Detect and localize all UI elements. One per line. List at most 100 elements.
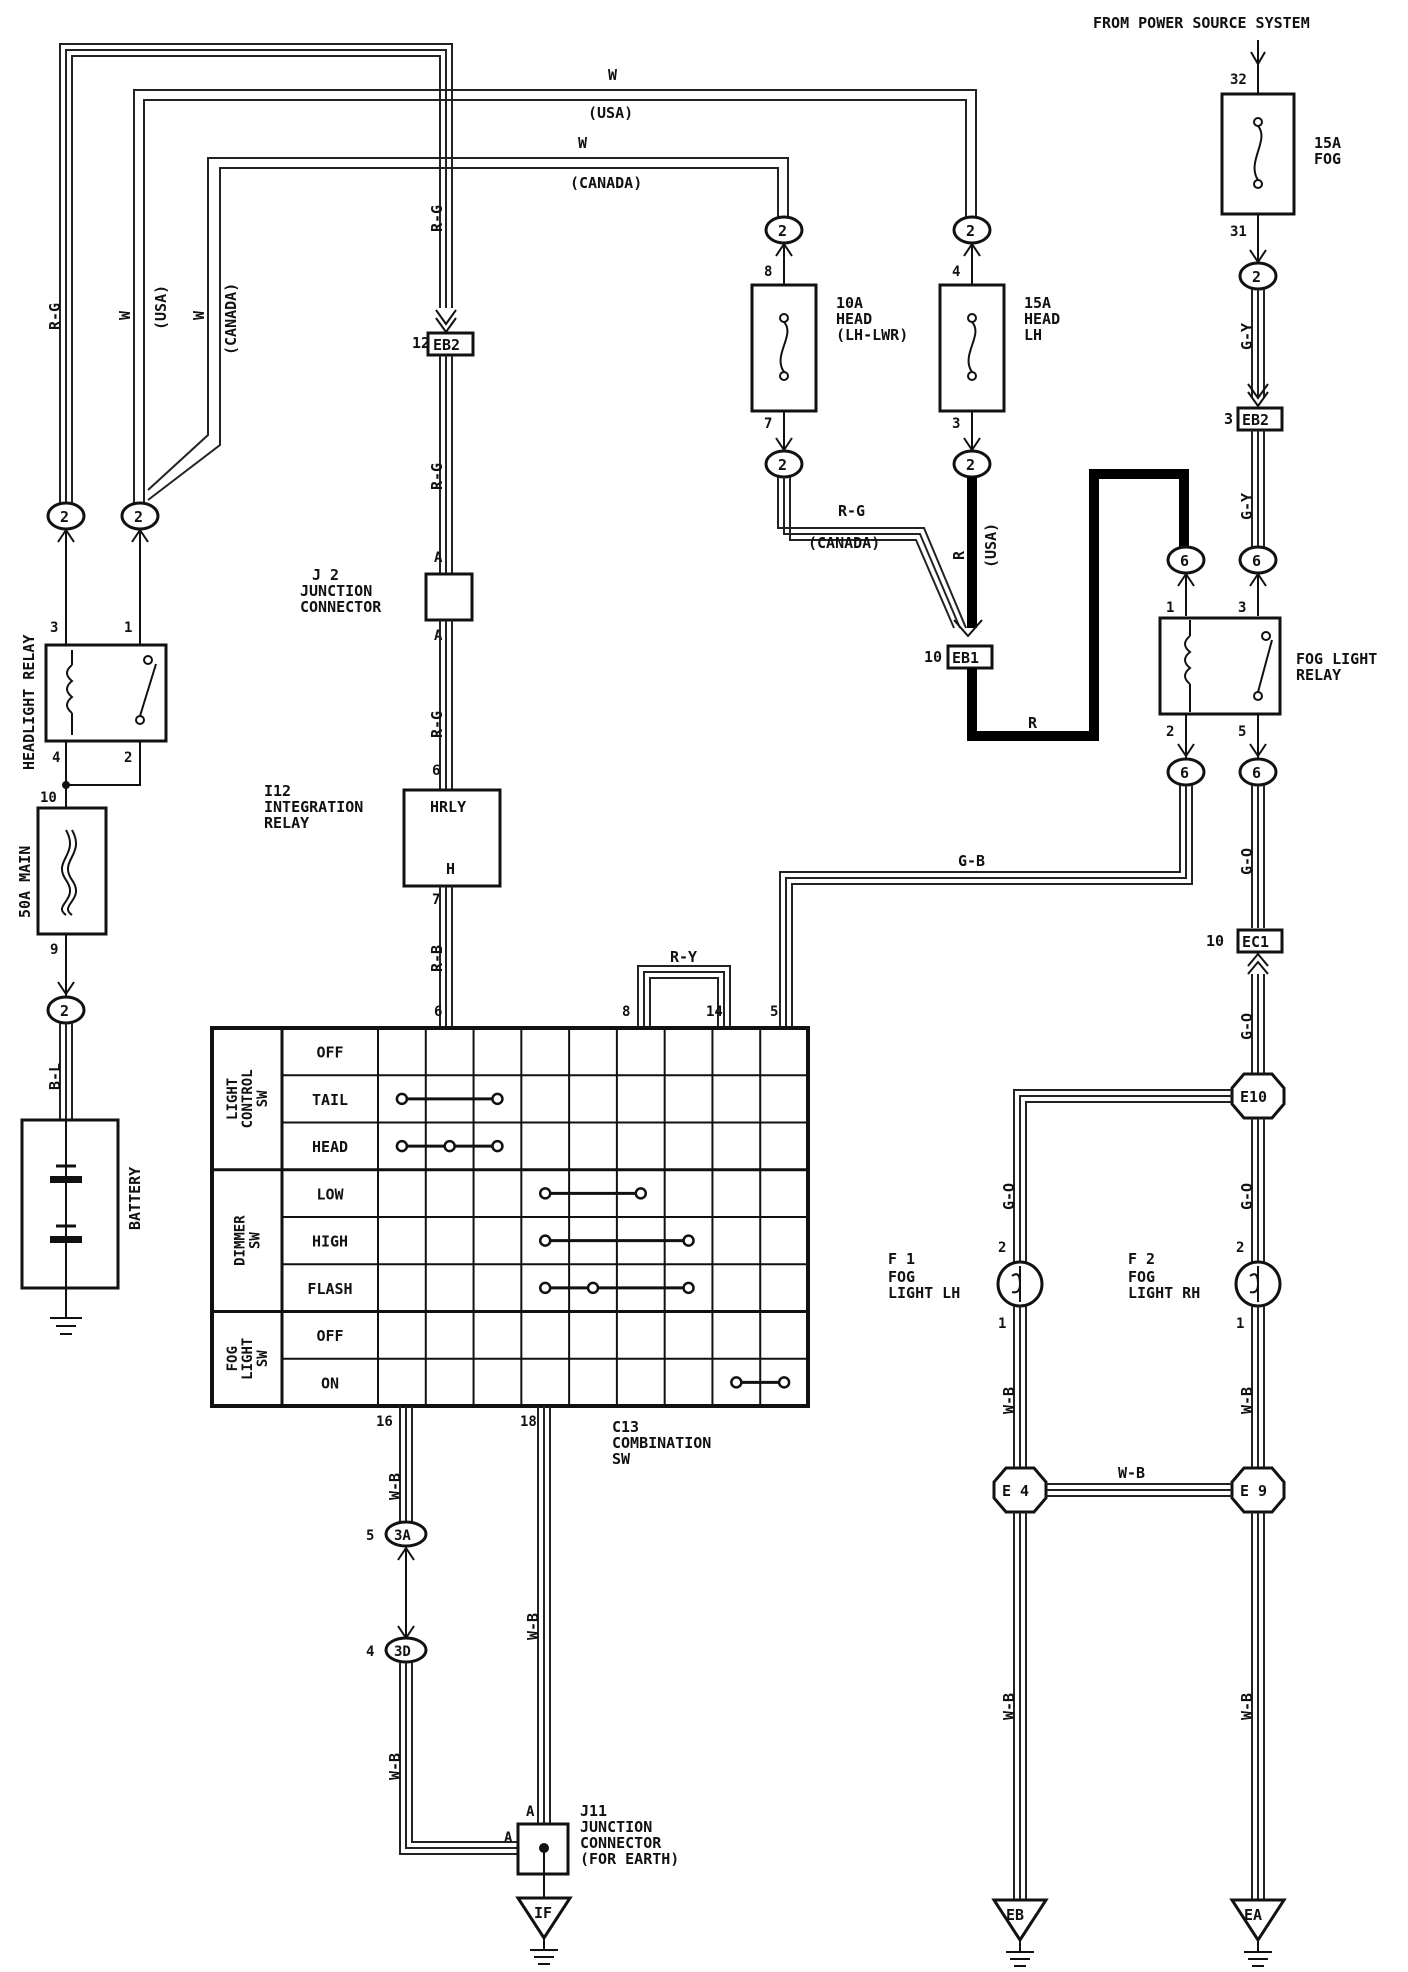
svg-text:18: 18	[520, 1414, 537, 1430]
svg-text:RELAY: RELAY	[264, 814, 309, 832]
fuse-50a-main	[36, 806, 108, 936]
svg-text:(USA): (USA)	[152, 285, 170, 330]
svg-text:5: 5	[770, 1004, 778, 1020]
ground-ea: EA	[1229, 1898, 1287, 1967]
svg-text:HRLY: HRLY	[430, 798, 466, 816]
svg-text:3: 3	[1224, 410, 1233, 428]
svg-text:A: A	[526, 1804, 535, 1820]
svg-text:CONNECTOR: CONNECTOR	[300, 598, 382, 616]
svg-text:R-G: R-G	[838, 502, 865, 520]
svg-text:G-O: G-O	[1238, 848, 1256, 875]
svg-text:50A MAIN: 50A MAIN	[16, 846, 34, 918]
connector-2-left-b: 2	[120, 501, 160, 531]
svg-text:LIGHT RH: LIGHT RH	[1128, 1284, 1200, 1302]
svg-text:(FOR EARTH): (FOR EARTH)	[580, 1850, 679, 1868]
svg-text:32: 32	[1230, 72, 1247, 88]
switch-contact	[777, 1376, 791, 1389]
svg-text:J 2: J 2	[312, 566, 339, 584]
wire-r-g-top	[59, 43, 453, 516]
switch-position-label: HIGH	[312, 1233, 348, 1251]
fog-light-lh	[996, 1260, 1044, 1308]
connector-eb2-left	[426, 331, 475, 357]
svg-text:15A: 15A	[1314, 134, 1341, 152]
wire-g-o-branch	[1013, 1089, 1232, 1262]
svg-text:2: 2	[966, 456, 975, 474]
svg-text:BATTERY: BATTERY	[126, 1167, 144, 1230]
svg-text:2: 2	[1166, 724, 1174, 740]
connector-ec1	[1236, 928, 1284, 954]
svg-text:FOG LIGHT: FOG LIGHT	[1296, 650, 1377, 668]
wire-r-g-canada	[777, 477, 967, 629]
switch-contact	[634, 1187, 648, 1200]
switch-group-label: SW	[255, 1090, 271, 1107]
svg-text:G-O: G-O	[1238, 1013, 1256, 1040]
svg-text:1: 1	[998, 1316, 1006, 1332]
svg-text:COMBINATION: COMBINATION	[612, 1434, 711, 1452]
svg-text:W: W	[116, 310, 134, 320]
svg-text:RELAY: RELAY	[1296, 666, 1341, 684]
svg-text:HEAD: HEAD	[836, 310, 872, 328]
svg-text:7: 7	[432, 892, 440, 908]
svg-text:10: 10	[1206, 932, 1224, 950]
switch-group-label: CONTROL	[240, 1069, 256, 1128]
wire-w-usa	[133, 89, 977, 516]
switch-group-label: SW	[255, 1350, 271, 1367]
connector-6-relay-2: 6	[1166, 757, 1206, 787]
svg-text:EC1: EC1	[1242, 933, 1269, 951]
battery	[20, 1118, 120, 1290]
svg-text:W-B: W-B	[1000, 1387, 1018, 1414]
connector-2-left-a: 2	[46, 501, 86, 531]
connector-3a: 3A	[384, 1520, 428, 1548]
switch-position-label: FLASH	[307, 1280, 352, 1298]
svg-text:2: 2	[60, 1002, 69, 1020]
switch-position-label: ON	[321, 1374, 339, 1392]
svg-text:6: 6	[1180, 764, 1189, 782]
svg-text:HEAD: HEAD	[1024, 310, 1060, 328]
svg-text:B-L: B-L	[46, 1063, 64, 1090]
svg-text:31: 31	[1230, 224, 1247, 240]
svg-text:10: 10	[40, 790, 57, 806]
svg-text:C13: C13	[612, 1418, 639, 1436]
svg-text:6: 6	[1252, 764, 1261, 782]
ground-symbol-battery	[50, 1317, 82, 1335]
switch-contact	[491, 1092, 504, 1106]
svg-text:EB2: EB2	[433, 336, 460, 354]
switch-contact	[395, 1139, 409, 1153]
svg-text:LIGHT LH: LIGHT LH	[888, 1284, 960, 1302]
switch-group-label: SW	[248, 1232, 264, 1249]
splice-e9	[1230, 1466, 1286, 1514]
switch-position-label: OFF	[316, 1327, 343, 1345]
headlight-relay	[44, 643, 168, 743]
svg-text:2: 2	[778, 222, 787, 240]
ground-eb: EB	[991, 1898, 1049, 1967]
svg-text:W-B: W-B	[386, 1473, 404, 1500]
svg-text:F 1: F 1	[888, 1250, 915, 1268]
connector-6-relay-5: 6	[1238, 757, 1278, 787]
svg-text:INTEGRATION: INTEGRATION	[264, 798, 363, 816]
wire-r-y	[637, 965, 731, 1028]
svg-text:2: 2	[998, 1240, 1006, 1256]
svg-text:6: 6	[1252, 552, 1261, 570]
svg-text:R-G: R-G	[428, 711, 446, 738]
switch-contact	[730, 1376, 743, 1389]
connector-6-relay-1: 6	[1166, 545, 1206, 575]
switch-contact	[538, 1187, 552, 1200]
svg-text:G-B: G-B	[958, 852, 985, 870]
svg-text:(CANADA): (CANADA)	[808, 534, 880, 552]
svg-text:A: A	[434, 628, 443, 644]
svg-text:A: A	[434, 550, 443, 566]
switch-group-label: LIGHT	[240, 1338, 256, 1380]
svg-text:H: H	[446, 860, 455, 878]
svg-text:W: W	[578, 134, 588, 152]
svg-text:4: 4	[366, 1644, 374, 1660]
switch-contact	[395, 1092, 409, 1106]
svg-text:10: 10	[924, 648, 942, 666]
connector-2-battery: 2	[46, 995, 86, 1025]
switch-contact	[491, 1139, 504, 1153]
svg-text:W: W	[190, 310, 208, 320]
svg-text:(CANADA): (CANADA)	[570, 174, 642, 192]
svg-text:5: 5	[366, 1528, 374, 1544]
switch-position-label: LOW	[316, 1185, 344, 1203]
svg-text:SW: SW	[612, 1450, 631, 1468]
svg-text:G-Y: G-Y	[1238, 493, 1256, 520]
